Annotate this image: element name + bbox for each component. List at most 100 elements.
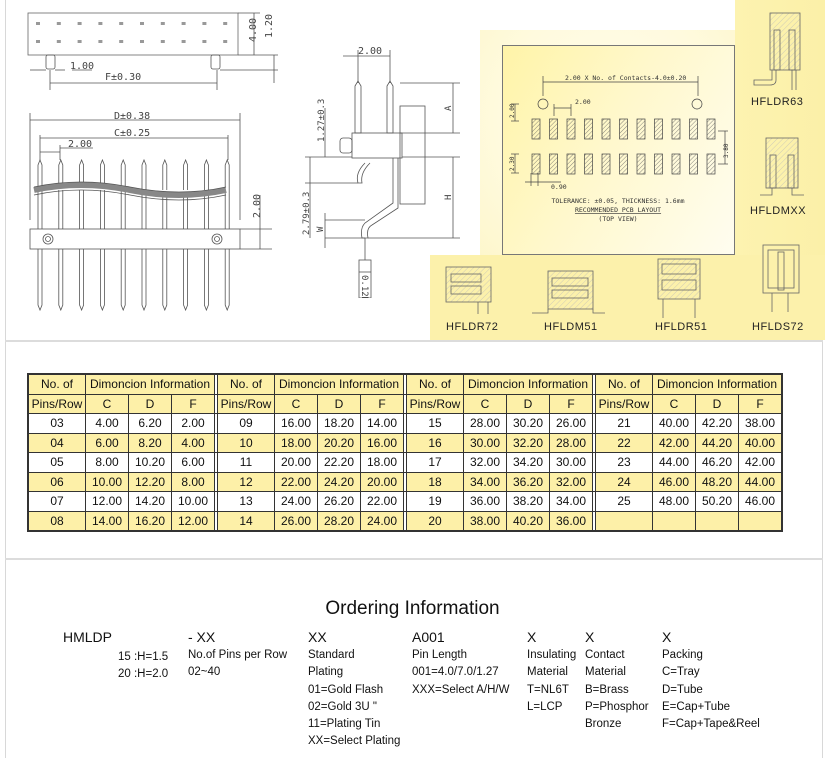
cell-pins: 16: [406, 432, 464, 453]
ordering-line: Plating: [308, 666, 344, 679]
pcb-pad: [549, 118, 558, 140]
cell-d: 38.20: [506, 491, 550, 512]
pcb-title: RECOMMENDED PCB LAYOUT: [575, 206, 661, 214]
header-f: F: [549, 393, 593, 414]
cell-f: 2.00: [171, 413, 215, 434]
ordering-line: 11=Plating Tin: [308, 718, 381, 731]
header-f: F: [360, 393, 404, 414]
pcb-pad: [531, 118, 541, 140]
dim-standoff: 1.20: [264, 14, 275, 38]
cell-c: 14.00: [85, 510, 129, 532]
page-border-left: [5, 0, 6, 758]
cell-pins: 20: [406, 510, 464, 532]
page-border-right: [822, 0, 823, 758]
pcb-dim-pad-w: 0.90: [551, 183, 567, 191]
cell-f: 20.00: [360, 471, 404, 492]
cell-f: 30.00: [549, 452, 593, 473]
header-d: D: [128, 393, 172, 414]
header-pins-row: Pins/Row: [406, 393, 464, 414]
pcb-pad: [549, 153, 558, 175]
cell-d: 48.20: [695, 471, 739, 492]
pin-pad-mark: [56, 22, 61, 25]
header-pins: No. of: [27, 373, 86, 395]
cell-d: 34.20: [506, 452, 550, 473]
ordering-line: B=Brass: [585, 683, 629, 696]
variant-hfldr72-icon: [445, 266, 492, 314]
pin-pad-mark: [181, 40, 186, 43]
header-pins: No. of: [406, 373, 464, 395]
cell-d: [695, 510, 739, 532]
ordering-line: P=Phosphor: [585, 700, 649, 713]
cell-f: 46.00: [738, 491, 783, 512]
pcb-layout-drawing: 2.00 X No. of Contacts-4.0±0.20 2.00 2.0…: [509, 74, 730, 223]
cell-pins: 15: [406, 413, 464, 434]
pcb-pad: [654, 118, 663, 140]
dim-pin: 1.00: [70, 61, 94, 72]
pcb-dim-pitch: 2.00: [575, 98, 591, 106]
ordering-line: XXX=Select A/H/W: [412, 683, 510, 696]
dim-d: D±0.38: [114, 111, 150, 122]
ordering-line: D=Tube: [662, 683, 703, 696]
cell-pins: 22: [595, 432, 653, 453]
header-c: C: [274, 393, 318, 414]
pin-pad-mark: [77, 40, 82, 43]
ordering-line: Packing: [662, 649, 703, 661]
cell-f: 28.00: [549, 432, 593, 453]
pcb-pad: [689, 118, 698, 140]
ordering-column: HMLDP: [63, 627, 112, 647]
cell-pins: 05: [27, 452, 86, 473]
variant-hfldm51-icon: [532, 270, 605, 314]
pcb-tolerance: TOLERANCE: ±0.05, THICKNESS: 1.6mm: [551, 197, 684, 205]
ordering-line: XX=Select Plating: [308, 735, 401, 748]
ordering-line: Standard: [308, 649, 355, 661]
dim-height: 4.00: [248, 18, 259, 42]
technical-drawings: 4.00 1.20 1.00 F±0.30 2.00 D±0.38 C±0.25…: [0, 0, 825, 340]
pin-pad-mark: [160, 22, 165, 25]
cell-pins: 06: [27, 471, 86, 492]
pcb-pad: [601, 118, 611, 140]
pcb-dim-row-gap: 3.80: [723, 143, 730, 158]
variant-hfldr51-icon: [657, 258, 701, 318]
header-pins-row: Pins/Row: [595, 393, 653, 414]
cell-d: 6.20: [128, 413, 172, 434]
cell-d: 10.20: [128, 452, 172, 473]
cell-f: [738, 510, 783, 532]
cell-c: [652, 510, 696, 532]
ordering-code: X: [662, 629, 672, 645]
front-view-drawing: 2.00 D±0.38 C±0.25 2.00: [29, 111, 272, 312]
cell-d: 30.20: [506, 413, 550, 434]
cell-d: 26.20: [317, 491, 361, 512]
cell-pins: 23: [595, 452, 653, 473]
ordering-line: 001=4.0/7.0/1.27: [412, 666, 499, 679]
dim-c: C±0.25: [114, 128, 150, 139]
pcb-pad: [671, 153, 681, 175]
cell-f: 36.00: [549, 510, 593, 532]
cell-c: 30.00: [463, 432, 507, 453]
ordering-line: 20 :H=2.0: [118, 668, 169, 681]
cell-d: 22.20: [317, 452, 361, 473]
cell-c: 24.00: [274, 491, 318, 512]
cell-f: 8.00: [171, 471, 215, 492]
ordering-line: Pin Length: [412, 649, 467, 661]
cell-pins: 25: [595, 491, 653, 512]
cell-c: 22.00: [274, 471, 318, 492]
header-pins-row: Pins/Row: [217, 393, 275, 414]
cell-d: 18.20: [317, 413, 361, 434]
pin-pad-mark: [140, 40, 144, 43]
dim-pitch: 2.00: [68, 139, 92, 150]
header-dimension: Dimoncion Information: [652, 373, 783, 395]
cell-d: 20.20: [317, 432, 361, 453]
cell-c: 34.00: [463, 471, 507, 492]
ordering-line: Contact: [585, 649, 625, 661]
cell-pins: 10: [217, 432, 275, 453]
ordering-line: No.of Pins per Row: [188, 649, 288, 661]
ordering-title: Ordering Information: [325, 598, 500, 619]
side-dim-pitch: 2.00: [358, 46, 382, 57]
